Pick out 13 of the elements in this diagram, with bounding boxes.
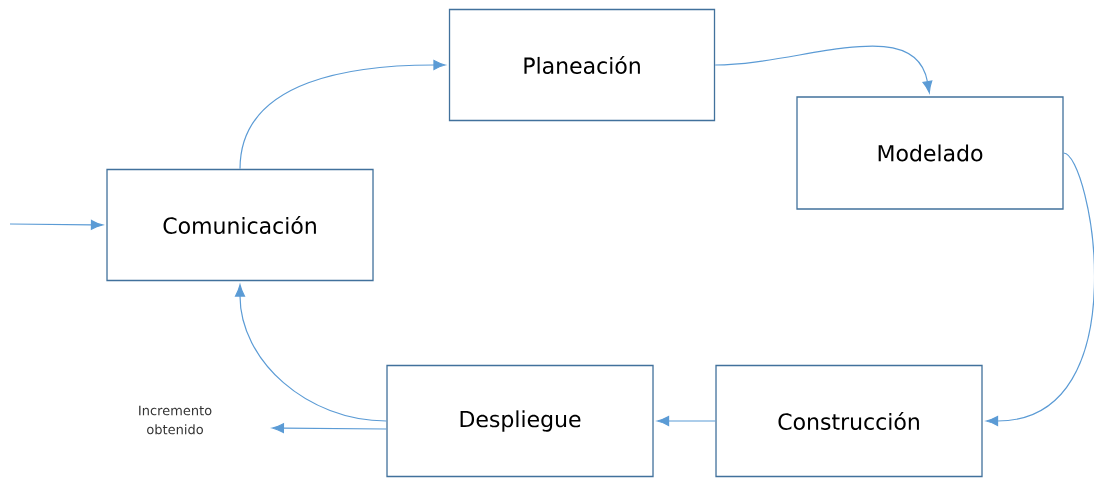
output-label: Incremento obtenido	[139, 405, 212, 435]
arrow	[656, 415, 716, 427]
arrow	[271, 423, 387, 434]
arrow	[985, 152, 1094, 427]
process-box: Construcción	[715, 364, 983, 478]
arrow	[714, 45, 933, 94]
arrow	[235, 284, 387, 422]
process-box: Despliegue	[386, 364, 654, 478]
process-box: Planeación	[448, 8, 716, 122]
process-box: Modelado	[796, 96, 1064, 210]
process-box: Comunicación	[106, 168, 374, 282]
arrow	[239, 59, 446, 170]
arrow	[9, 219, 104, 230]
